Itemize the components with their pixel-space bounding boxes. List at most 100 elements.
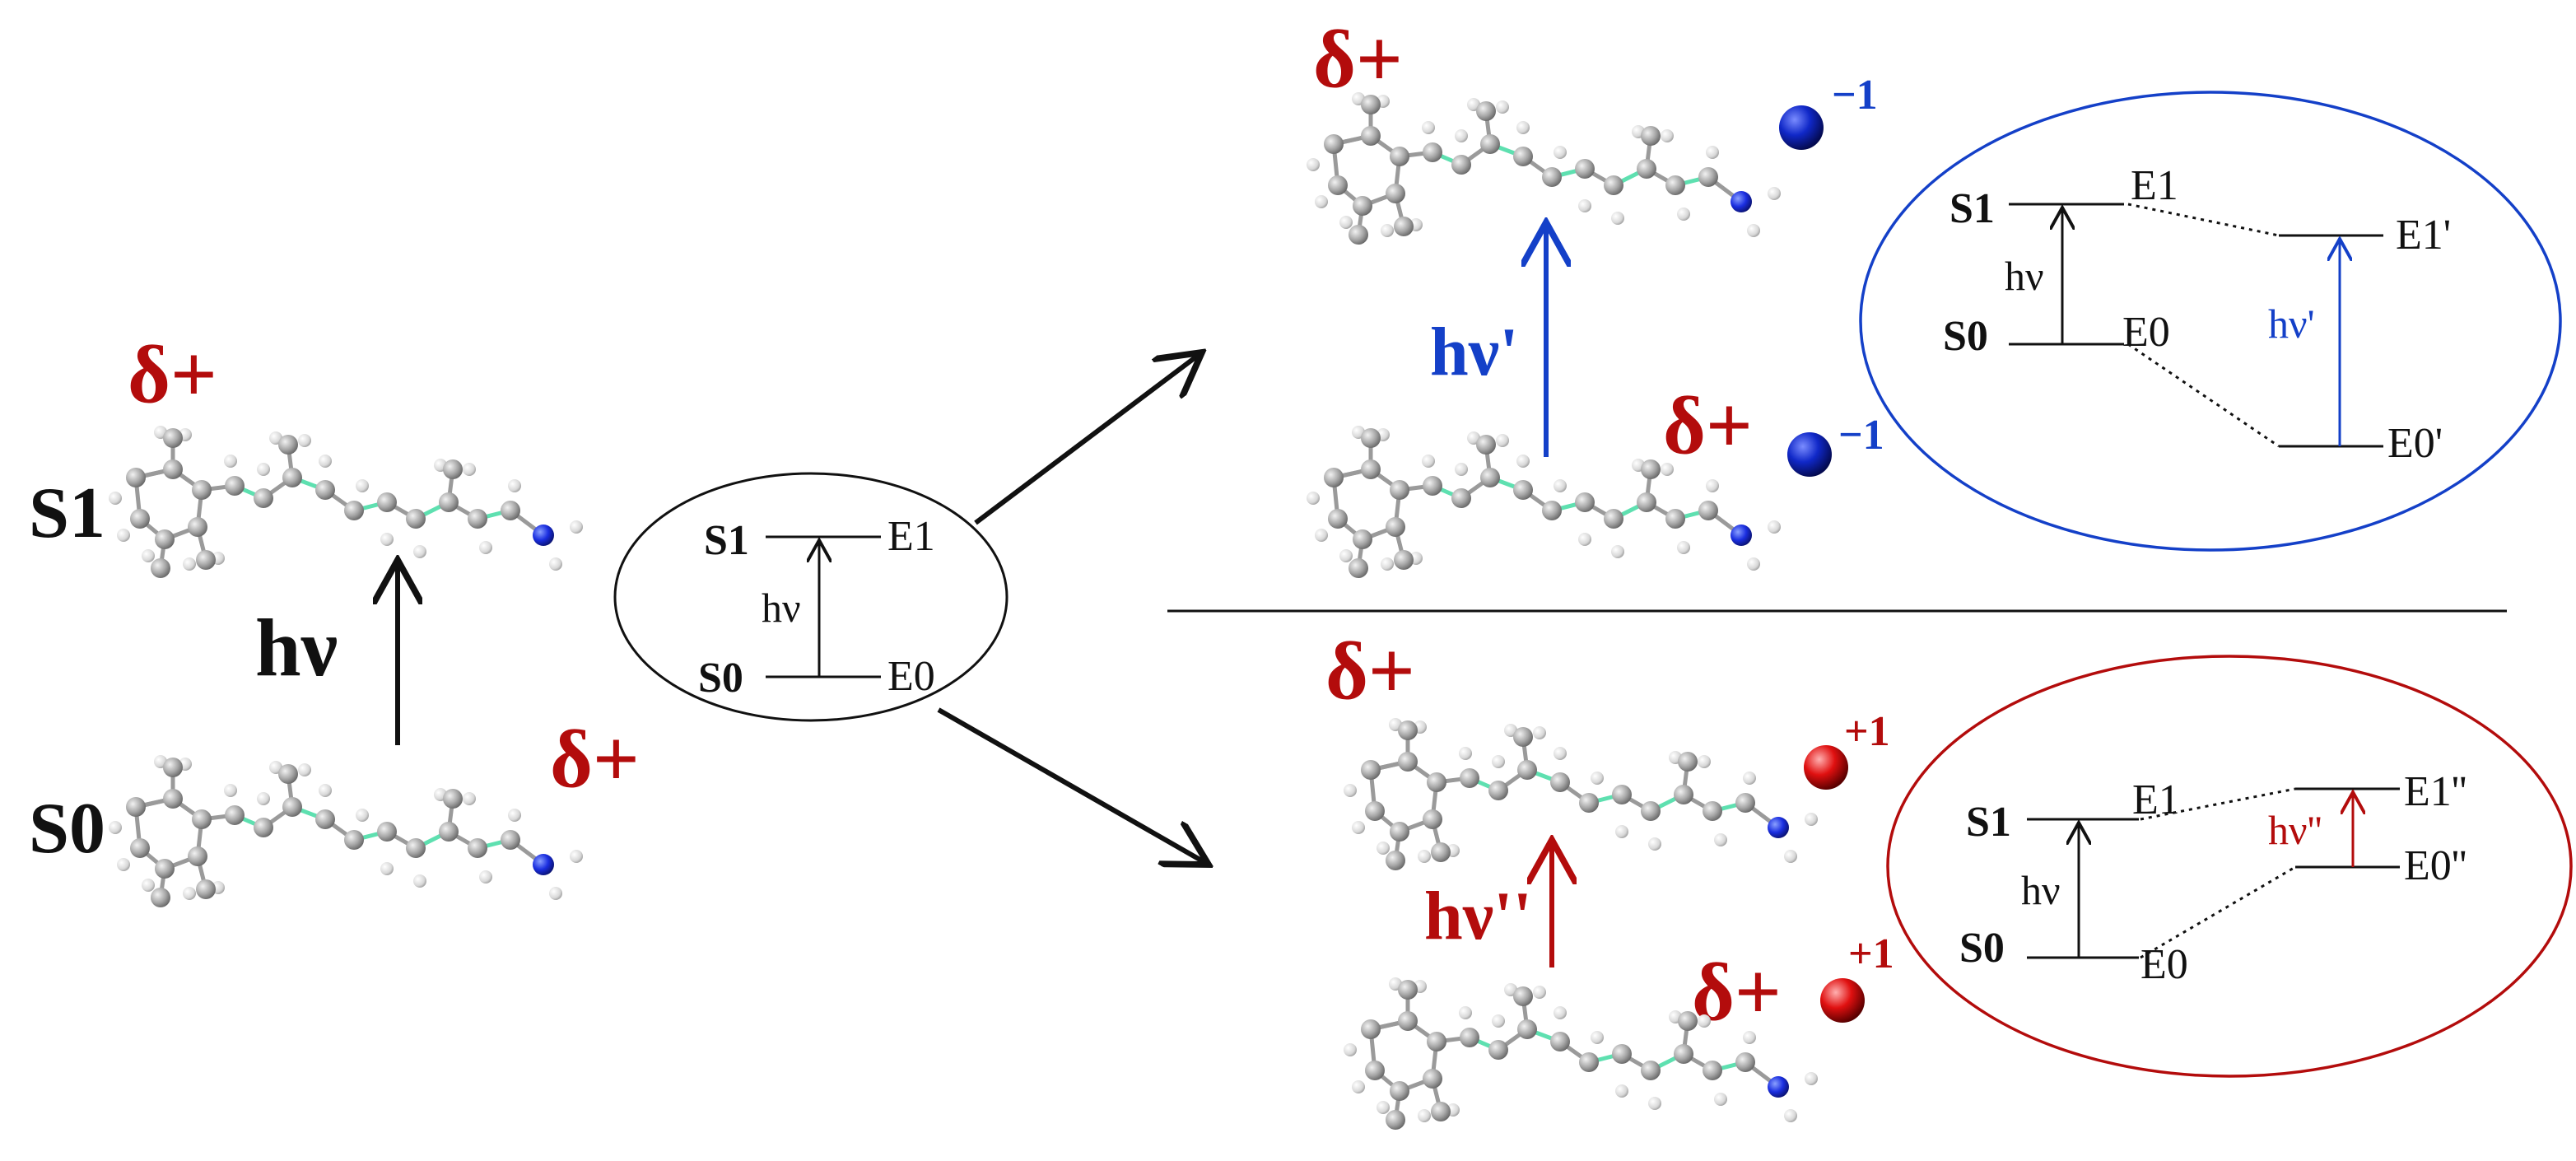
- left-molecule-s0-carbon-atom: [151, 888, 170, 907]
- left-molecule-s0-carbon-atom: [163, 758, 183, 777]
- top-molecule-ground-carbon-atom: [1637, 492, 1656, 512]
- left-molecule-s0-hydrogen-atom: [508, 809, 521, 822]
- bottom-molecule-ground-carbon-atom: [1703, 1061, 1722, 1080]
- bottom-molecule-excited-carbon-atom: [1427, 772, 1446, 792]
- top-molecule-excited-carbon-atom: [1451, 155, 1471, 175]
- bottom-molecule-ground-hydrogen-atom: [1344, 1043, 1357, 1056]
- left-molecule-s1-hydrogen-atom: [463, 463, 476, 476]
- left-molecule-s1-hydrogen-atom: [224, 455, 237, 468]
- top-molecule-excited-carbon-atom: [1480, 134, 1500, 154]
- top-molecule-ground-carbon-atom: [1324, 468, 1344, 487]
- top-molecule-excited-carbon-atom: [1394, 217, 1414, 236]
- bottom-molecule-ground-carbon-atom: [1678, 1011, 1698, 1031]
- bottom-molecule-ground-hydrogen-atom: [1459, 1006, 1472, 1019]
- bottom-molecule-excited-nitrogen-atom: [1768, 817, 1789, 838]
- top-molecule-ground-carbon-atom: [1451, 488, 1471, 508]
- center-e1-label: E1: [887, 513, 935, 560]
- branch-arrow-up: [974, 352, 1202, 525]
- top-molecule-excited-carbon-atom: [1698, 167, 1718, 187]
- bottom-charge-bottom: +1: [1848, 930, 1894, 977]
- top-molecule-ground-carbon-atom: [1641, 459, 1661, 479]
- top-molecule-ground: [1307, 426, 1781, 578]
- top-hvp-small-label: hν': [2268, 301, 2315, 347]
- bottom-molecule-excited-carbon-atom: [1579, 793, 1599, 813]
- top-molecule-excited-carbon-atom: [1349, 225, 1368, 245]
- top-molecule-excited-hydrogen-atom: [1516, 121, 1530, 134]
- top-molecule-excited-carbon-atom: [1361, 95, 1381, 114]
- bottom-molecule-excited-carbon-atom: [1550, 772, 1570, 792]
- left-molecule-s0-carbon-atom: [130, 838, 150, 858]
- left-molecule-s0-carbon-atom: [192, 809, 212, 829]
- top-molecule-ground-nitrogen-atom: [1731, 525, 1752, 546]
- left-molecule-s1-hydrogen-atom: [298, 434, 311, 447]
- left-molecule-s0-carbon-atom: [126, 797, 146, 817]
- bottom-molecule-excited-carbon-atom: [1517, 760, 1537, 780]
- center-energy-diagram: S1 S0 E1 E0 hν: [613, 472, 1009, 722]
- bottom-molecule-excited-carbon-atom: [1735, 793, 1755, 813]
- top-molecule-ground-carbon-atom: [1353, 529, 1372, 549]
- bottom-molecule-excited-carbon-atom: [1361, 760, 1381, 780]
- bottom-molecule-excited-hydrogen-atom: [1714, 833, 1727, 846]
- left-molecule-s0-hydrogen-atom: [117, 858, 130, 871]
- bottom-molecule-ground-hydrogen-atom: [1784, 1109, 1797, 1122]
- top-molecule-ground-carbon-atom: [1480, 468, 1500, 487]
- bottom-molecule-excited-carbon-atom: [1641, 801, 1661, 821]
- left-molecule-s0-hydrogen-atom: [413, 874, 426, 888]
- bottom-molecule-ground-carbon-atom: [1517, 1019, 1537, 1039]
- top-e0p-label: E0': [2387, 420, 2443, 467]
- top-molecule-excited-hydrogen-atom: [1611, 212, 1624, 225]
- top-molecule-excited-hydrogen-atom: [1768, 187, 1781, 200]
- top-ion-bottom: [1787, 432, 1832, 477]
- top-charge-top: −1: [1832, 72, 1878, 119]
- bottom-e1-label: E1: [2132, 776, 2180, 823]
- top-delta-top: δ+: [1313, 13, 1403, 105]
- bottom-e1pp-label: E1'': [2404, 768, 2467, 815]
- bottom-molecule-ground-carbon-atom: [1423, 1069, 1442, 1089]
- bottom-molecule-excited-carbon-atom: [1703, 801, 1722, 821]
- left-delta-top: δ+: [128, 329, 217, 420]
- center-e0-label: E0: [887, 653, 935, 700]
- left-hv-label: hν: [255, 602, 338, 693]
- left-molecule-s1-hydrogen-atom: [380, 533, 394, 546]
- bottom-molecule-excited-hydrogen-atom: [1492, 755, 1505, 768]
- top-molecule-ground-hydrogen-atom: [1706, 479, 1719, 492]
- bottom-molecule-ground-carbon-atom: [1398, 980, 1418, 1000]
- left-molecule-s0-carbon-atom: [439, 822, 459, 842]
- top-hv-label: hν': [1430, 314, 1519, 390]
- top-molecule-ground-carbon-atom: [1476, 435, 1496, 455]
- bottom-molecule-excited-hydrogen-atom: [1591, 772, 1604, 785]
- left-molecule-s1-carbon-atom: [344, 501, 364, 520]
- top-molecule-ground-carbon-atom: [1361, 459, 1381, 479]
- left-molecule-s0-carbon-atom: [315, 809, 335, 829]
- bottom-hvpp-small-label: hν'': [2268, 807, 2322, 853]
- bottom-s0-label: S0: [1959, 925, 2005, 972]
- top-s1-label: S1: [1949, 185, 1995, 232]
- top-molecule-ground-hydrogen-atom: [1422, 455, 1435, 468]
- left-molecule-s0-hydrogen-atom: [549, 887, 562, 900]
- left-molecule-s1-carbon-atom: [130, 509, 150, 529]
- left-molecule-s1-carbon-atom: [188, 517, 207, 537]
- top-molecule-ground-hydrogen-atom: [1578, 533, 1591, 546]
- left-molecule-s0-carbon-atom: [406, 838, 426, 858]
- left-molecule-s1-hydrogen-atom: [109, 492, 122, 505]
- top-molecule-excited-carbon-atom: [1604, 175, 1623, 195]
- bottom-molecule-excited: [1344, 718, 1818, 870]
- center-s1-label: S1: [704, 517, 749, 564]
- left-molecule-s0-carbon-atom: [254, 818, 273, 837]
- top-molecule-ground-carbon-atom: [1575, 492, 1595, 512]
- left-molecule-s1-hydrogen-atom: [508, 479, 521, 492]
- top-molecule-ground-carbon-atom: [1328, 509, 1348, 529]
- top-molecule-excited-carbon-atom: [1665, 175, 1685, 195]
- left-molecule-s1-hydrogen-atom: [142, 549, 155, 562]
- left-molecule-s1-hydrogen-atom: [117, 529, 130, 542]
- bottom-s1-label: S1: [1966, 799, 2011, 846]
- left-molecule-s0-hydrogen-atom: [319, 784, 332, 797]
- top-molecule-excited-carbon-atom: [1641, 126, 1661, 146]
- top-molecule-ground-hydrogen-atom: [1611, 545, 1624, 558]
- top-molecule-ground-hydrogen-atom: [1307, 492, 1320, 505]
- bottom-molecule-ground-carbon-atom: [1431, 1102, 1451, 1121]
- bottom-molecule-ground-nitrogen-atom: [1768, 1076, 1789, 1098]
- left-molecule-s0-hydrogen-atom: [380, 862, 394, 875]
- bottom-e0pp-label: E0'': [2404, 842, 2467, 889]
- bottom-molecule-ground-carbon-atom: [1488, 1040, 1508, 1060]
